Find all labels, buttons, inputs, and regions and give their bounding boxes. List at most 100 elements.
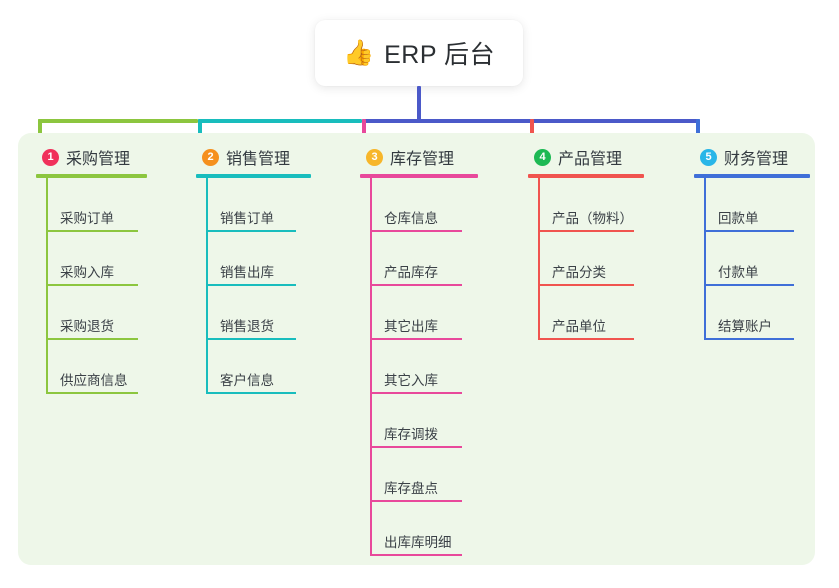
- list-item-label: 其它入库: [384, 373, 438, 388]
- thumbs-up-icon: 👍: [342, 38, 375, 67]
- list-item[interactable]: 付款单: [704, 232, 810, 286]
- connector-drop-1: [38, 119, 42, 145]
- list-item-label: 仓库信息: [384, 211, 438, 226]
- list-item-label: 产品分类: [552, 265, 606, 280]
- root-node-title: ERP 后台: [384, 41, 496, 69]
- list-item[interactable]: 回款单: [704, 178, 810, 232]
- list-item-rule: [370, 446, 462, 448]
- column-items-4: 产品（物料） 产品分类产品单位: [528, 178, 644, 340]
- list-item-label: 采购退货: [60, 319, 114, 334]
- column-spine-4: [538, 178, 540, 340]
- list-item-rule: [46, 230, 138, 232]
- column-spine-1: [46, 178, 48, 394]
- list-item-rule: [46, 284, 138, 286]
- column-title-2: 销售管理: [226, 151, 291, 168]
- root-node-card[interactable]: 👍 ERP 后台: [315, 20, 523, 86]
- list-item-label: 采购入库: [60, 265, 114, 280]
- list-item-rule: [206, 284, 296, 286]
- list-item-rule: [46, 392, 138, 394]
- list-item[interactable]: 采购退货: [46, 286, 147, 340]
- list-item[interactable]: 供应商信息: [46, 340, 147, 394]
- diagram-panel: [18, 133, 815, 565]
- list-item-label: 库存盘点: [384, 481, 438, 496]
- column-header-4[interactable]: 4 产品管理: [528, 145, 644, 169]
- list-item[interactable]: 库存调拨: [370, 394, 478, 448]
- list-item[interactable]: 销售退货: [206, 286, 311, 340]
- column-badge-5: 5: [700, 148, 717, 166]
- column-items-3: 仓库信息产品库存其它出库其它入库库存调拨库存盘点出库库明细: [360, 178, 478, 556]
- connector-drop-5: [696, 119, 700, 145]
- column-spine-5: [704, 178, 706, 340]
- list-item-rule: [704, 284, 794, 286]
- list-item-rule: [370, 338, 462, 340]
- list-item[interactable]: 产品单位: [538, 286, 644, 340]
- list-item[interactable]: 出库库明细: [370, 502, 478, 556]
- column-header-rule-4: [528, 174, 644, 178]
- list-item-label: 产品单位: [552, 319, 606, 334]
- list-item-rule: [206, 392, 296, 394]
- column-header-rule-1: [36, 174, 147, 178]
- list-item-rule: [370, 500, 462, 502]
- list-item[interactable]: 其它出库: [370, 286, 478, 340]
- list-item[interactable]: 产品（物料）: [538, 178, 644, 232]
- list-item-rule: [206, 338, 296, 340]
- list-item-label: 产品库存: [384, 265, 438, 280]
- list-item-rule: [704, 230, 794, 232]
- list-item[interactable]: 销售订单: [206, 178, 311, 232]
- list-item-label: 采购订单: [60, 211, 114, 226]
- connector-drop-2: [198, 119, 202, 145]
- list-item[interactable]: 销售出库: [206, 232, 311, 286]
- column-spine-2: [206, 178, 208, 394]
- list-item-label: 产品（物料）: [552, 211, 633, 226]
- list-item-label: 销售退货: [220, 319, 274, 334]
- column-spine-3: [370, 178, 372, 556]
- column-items-5: 回款单付款单结算账户: [694, 178, 810, 340]
- column-4: 4 产品管理产品（物料） 产品分类产品单位: [528, 145, 644, 340]
- column-badge-3: 3: [366, 148, 383, 166]
- list-item-rule: [704, 338, 794, 340]
- column-badge-2: 2: [202, 148, 219, 166]
- list-item[interactable]: 客户信息: [206, 340, 311, 394]
- column-badge-4: 4: [534, 148, 551, 166]
- list-item[interactable]: 仓库信息: [370, 178, 478, 232]
- column-title-3: 库存管理: [390, 151, 455, 168]
- list-item[interactable]: 采购入库: [46, 232, 147, 286]
- list-item-rule: [538, 230, 634, 232]
- list-item-label: 结算账户: [718, 319, 772, 334]
- list-item[interactable]: 产品分类: [538, 232, 644, 286]
- column-badge-1: 1: [42, 148, 59, 166]
- connector-bus-segment-1: [38, 119, 198, 123]
- list-item[interactable]: 库存盘点: [370, 448, 478, 502]
- list-item[interactable]: 其它入库: [370, 340, 478, 394]
- column-items-2: 销售订单销售出库销售退货客户信息: [196, 178, 311, 394]
- column-header-3[interactable]: 3 库存管理: [360, 145, 478, 169]
- list-item-rule: [370, 554, 462, 556]
- list-item[interactable]: 产品库存: [370, 232, 478, 286]
- list-item-rule: [370, 230, 462, 232]
- column-2: 2 销售管理销售订单销售出库销售退货客户信息: [196, 145, 311, 394]
- column-header-2[interactable]: 2 销售管理: [196, 145, 311, 169]
- column-header-rule-2: [196, 174, 311, 178]
- list-item-rule: [206, 230, 296, 232]
- list-item-label: 付款单: [718, 265, 759, 280]
- column-title-4: 产品管理: [558, 151, 623, 168]
- list-item-label: 出库库明细: [384, 535, 452, 550]
- list-item-rule: [370, 284, 462, 286]
- connector-drop-4: [530, 119, 534, 145]
- connector-stem: [417, 86, 421, 123]
- list-item-rule: [538, 338, 634, 340]
- list-item[interactable]: 采购订单: [46, 178, 147, 232]
- list-item-rule: [538, 284, 634, 286]
- list-item-label: 客户信息: [220, 373, 274, 388]
- list-item[interactable]: 结算账户: [704, 286, 810, 340]
- connector-drop-3: [362, 119, 366, 145]
- column-3: 3 库存管理仓库信息产品库存其它出库其它入库库存调拨库存盘点出库库明细: [360, 145, 478, 556]
- list-item-rule: [46, 338, 138, 340]
- column-items-1: 采购订单采购入库采购退货供应商信息: [36, 178, 147, 394]
- list-item-label: 销售订单: [220, 211, 274, 226]
- column-header-rule-5: [694, 174, 810, 178]
